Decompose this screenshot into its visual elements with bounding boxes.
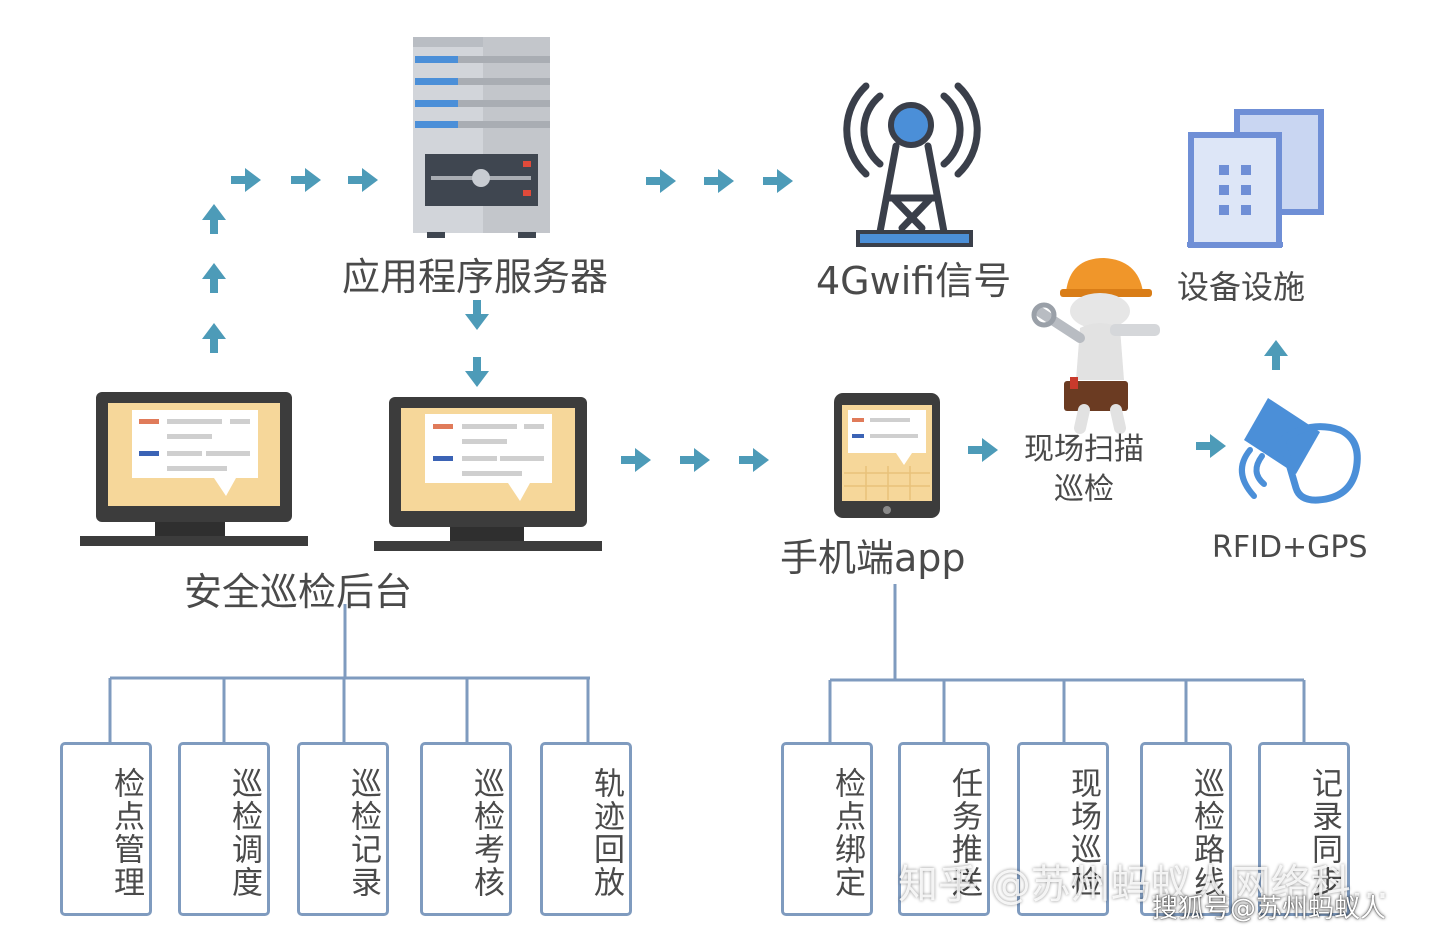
rfid-icon bbox=[1239, 398, 1361, 504]
scan-label: 现场扫描 巡检 bbox=[1024, 432, 1144, 507]
box-track-playback: 轨迹回放 bbox=[540, 742, 632, 916]
box-inspection-route: 巡检路线 bbox=[1140, 742, 1232, 916]
signal-tower-icon bbox=[843, 82, 981, 236]
building-icon bbox=[1187, 109, 1324, 248]
box-inspection-scheduling: 巡检调度 bbox=[178, 742, 270, 916]
tree-lines bbox=[108, 584, 1306, 742]
box-label: 任务推送 bbox=[946, 767, 982, 899]
wifi-label: 4Gwifi信号 bbox=[816, 259, 1012, 303]
facility-label: 设备设施 bbox=[1177, 268, 1306, 306]
box-label: 检点绑定 bbox=[829, 767, 865, 899]
box-label: 检点管理 bbox=[108, 767, 144, 899]
worker-icon bbox=[1031, 258, 1160, 434]
box-label: 巡检调度 bbox=[226, 767, 262, 899]
box-label: 巡检考核 bbox=[468, 767, 504, 899]
tower-base bbox=[856, 230, 973, 247]
box-label: 轨迹回放 bbox=[588, 767, 624, 899]
mobile-app-label: 手机端app bbox=[780, 536, 966, 580]
phone-icon bbox=[834, 393, 940, 518]
box-label: 记录同步 bbox=[1306, 767, 1342, 899]
box-record-sync: 记录同步 bbox=[1258, 742, 1350, 916]
server-label: 应用程序服务器 bbox=[342, 255, 609, 299]
backend-label: 安全巡检后台 bbox=[184, 570, 413, 614]
monitor-1-icon bbox=[80, 392, 308, 546]
box-label: 巡检路线 bbox=[1188, 767, 1224, 899]
monitor-2-icon bbox=[374, 397, 602, 551]
box-checkpoint-management: 检点管理 bbox=[60, 742, 152, 916]
box-label: 现场巡检 bbox=[1065, 767, 1101, 899]
server-icon bbox=[413, 37, 550, 238]
box-inspection-assessment: 巡检考核 bbox=[420, 742, 512, 916]
signal-dot-icon bbox=[888, 102, 934, 148]
box-label: 巡检记录 bbox=[345, 767, 381, 899]
box-checkpoint-binding: 检点绑定 bbox=[781, 742, 873, 916]
box-inspection-records: 巡检记录 bbox=[297, 742, 389, 916]
box-task-push: 任务推送 bbox=[898, 742, 990, 916]
box-onsite-inspection: 现场巡检 bbox=[1017, 742, 1109, 916]
sohu-watermark: 搜狐号@苏州蚂蚁人 bbox=[1152, 894, 1387, 924]
rfid-gps-label: RFID+GPS bbox=[1212, 530, 1368, 565]
zhihu-watermark: 知乎 @苏州蚂蚁人网络科... bbox=[898, 862, 1389, 908]
